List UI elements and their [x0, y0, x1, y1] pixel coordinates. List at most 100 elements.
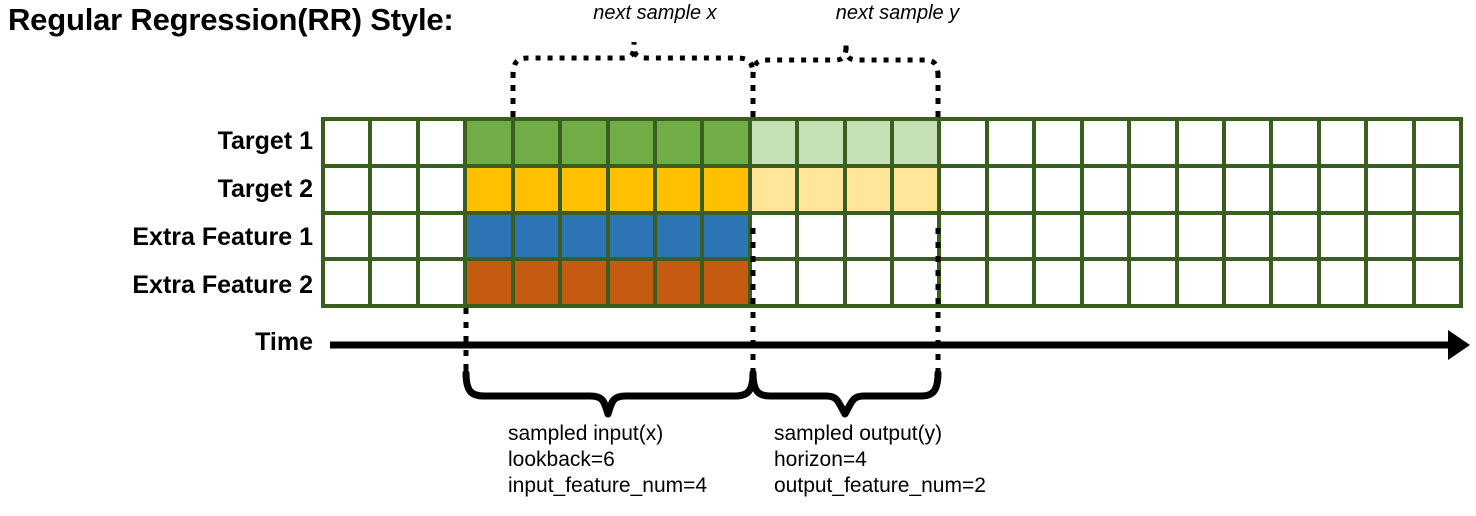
sampled-input-feature-num: input_feature_num=4 [508, 474, 708, 497]
grid-cell [325, 167, 369, 211]
sampled-output-horizon: horizon=4 [774, 448, 867, 471]
grid-cell [894, 167, 938, 211]
sampled-input-lookback: lookback=6 [508, 448, 615, 471]
grid-cell [1368, 167, 1412, 211]
grid-cell [1083, 261, 1128, 304]
row-label-extra-feature-2: Extra Feature 2 [132, 271, 313, 299]
grid-cell [1320, 167, 1365, 211]
time-axis-label: Time [255, 328, 313, 356]
grid-cell [1178, 261, 1222, 304]
grid-cell [1415, 214, 1459, 258]
grid-cell [656, 261, 701, 304]
grid-cell [1320, 261, 1365, 304]
top-dotted-guides [510, 72, 941, 117]
grid-cell [988, 214, 1033, 258]
grid-cell [751, 167, 796, 211]
sampled-output-title: sampled output(y) [774, 422, 943, 445]
grid-cell [846, 121, 890, 164]
grid-cell [704, 261, 748, 304]
row-label-target-1: Target 1 [217, 127, 313, 155]
next-sample-y-label: next sample y [835, 2, 960, 24]
grid-cell [562, 167, 606, 211]
grid-cell [514, 121, 559, 164]
grid-cell [372, 261, 416, 304]
grid-cell [325, 261, 369, 304]
brace-next-sample-x [510, 41, 756, 78]
brace-sampled-output [749, 369, 942, 418]
grid-cell [1178, 214, 1222, 258]
grid-cell [846, 167, 890, 211]
grid-cell [1368, 261, 1412, 304]
grid-cell [941, 167, 985, 211]
grid-cell [656, 214, 701, 258]
grid-cell [704, 167, 748, 211]
grid-cell [799, 214, 843, 258]
grid-cell [1225, 167, 1270, 211]
grid-cell [514, 261, 559, 304]
sampled-input-caption: sampled input(x) lookback=6 input_featur… [508, 421, 707, 499]
time-axis-arrowhead [1448, 330, 1470, 360]
grid-cell [1036, 121, 1080, 164]
grid-cell [988, 261, 1033, 304]
grid-cell [562, 261, 606, 304]
grid-cell [894, 261, 938, 304]
grid-cell [751, 214, 796, 258]
grid-cell [1273, 214, 1317, 258]
grid-cell [1083, 214, 1128, 258]
grid-cell [1178, 167, 1222, 211]
grid-cell [419, 261, 464, 304]
grid-cell [609, 214, 653, 258]
grid-cell [1083, 121, 1128, 164]
grid-cell [1368, 121, 1412, 164]
grid-cell [1225, 261, 1270, 304]
grid-cell [467, 214, 511, 258]
grid-cell [1320, 214, 1365, 258]
grid-cell [514, 214, 559, 258]
grid-cell [325, 121, 369, 164]
grid-cell [1131, 214, 1175, 258]
grid-cell [1131, 167, 1175, 211]
timeline-grid [321, 117, 1463, 308]
grid-cell [514, 167, 559, 211]
grid-cell [941, 121, 985, 164]
grid-cell [1415, 261, 1459, 304]
grid-cell [941, 214, 985, 258]
grid-cell [1225, 214, 1270, 258]
sampled-input-title: sampled input(x) [508, 422, 664, 445]
grid-cell [1415, 121, 1459, 164]
row-label-extra-feature-1: Extra Feature 1 [132, 223, 313, 251]
grid-cell [941, 261, 985, 304]
grid-cell [372, 121, 416, 164]
grid-cell [1368, 214, 1412, 258]
grid-cell [846, 261, 890, 304]
grid-cell [467, 121, 511, 164]
grid-cell [609, 167, 653, 211]
grid-cell [372, 214, 416, 258]
grid-cell [562, 214, 606, 258]
grid-cell [751, 121, 796, 164]
row-label-column: Target 1 Target 2 Extra Feature 1 Extra … [0, 117, 313, 309]
grid-cell [419, 214, 464, 258]
grid-cell [988, 167, 1033, 211]
grid-cell [1131, 261, 1175, 304]
grid-cell [419, 167, 464, 211]
grid-cell [656, 167, 701, 211]
grid-cell [1273, 261, 1317, 304]
grid-cell [1083, 167, 1128, 211]
grid-cell [751, 261, 796, 304]
grid-cell [609, 121, 653, 164]
grid-cell [1131, 121, 1175, 164]
grid-cell [1036, 167, 1080, 211]
brace-next-sample-y [750, 42, 941, 78]
grid-cell [609, 261, 653, 304]
grid-cell [467, 261, 511, 304]
grid-cell [419, 121, 464, 164]
grid-cell [1273, 121, 1317, 164]
sampled-output-caption: sampled output(y) horizon=4 output_featu… [774, 421, 986, 499]
grid-cell [894, 121, 938, 164]
grid-cell [704, 121, 748, 164]
row-label-target-2: Target 2 [217, 175, 313, 203]
grid-cell [846, 214, 890, 258]
grid-cell [894, 214, 938, 258]
